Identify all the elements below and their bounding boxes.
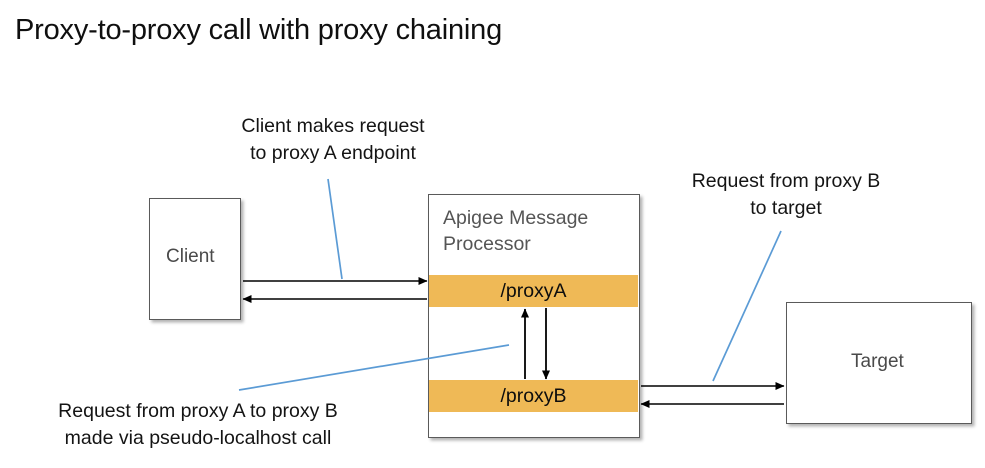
leader-line-client-request [327, 178, 343, 280]
node-target-label: Target [851, 351, 904, 372]
page-title: Proxy-to-proxy call with proxy chaining [15, 14, 502, 46]
proxy-band-proxya: /proxyA [429, 275, 638, 307]
proxy-band-proxyb: /proxyB [429, 380, 638, 412]
annotation-client-request: Client makes request to proxy A endpoint [241, 115, 425, 164]
annotation-proxya-to-proxyb: Request from proxy A to proxy B made via… [58, 400, 338, 449]
node-target [786, 302, 972, 424]
node-message-processor-label: Apigee Message Processor [443, 207, 589, 255]
annotation-proxyb-to-target: Request from proxy B to target [691, 170, 881, 219]
node-client [149, 198, 241, 320]
leader-line-proxyb-to-target [712, 230, 782, 382]
node-client-label: Client [166, 246, 215, 267]
